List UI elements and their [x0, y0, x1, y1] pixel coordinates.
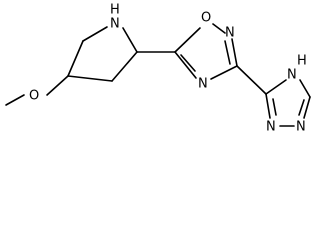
bond-n1-c2: [122, 27, 138, 53]
bond-c1-c4: [67, 75, 113, 82]
bond-n4h-c5t: [299, 79, 311, 98]
atom-triazole-n-top: N: [287, 68, 297, 83]
bond-c2-c1: [111, 51, 138, 82]
atom-methoxy-o: O: [29, 89, 39, 104]
atom-pyrrolidine-n: N: [110, 17, 120, 32]
atom-oxadiazole-o: O: [201, 11, 211, 26]
atom-triazole-h: H: [297, 54, 307, 69]
bond-c3t-n4h: [265, 79, 287, 95]
bond-c3-n1: [82, 26, 108, 42]
bond-n4-c5-inner: [180, 54, 196, 72]
bond-methyl-oxygen: [5, 94, 25, 106]
atom-pyrrolidine-h: H: [110, 3, 120, 18]
atom-triazole-n-left: N: [266, 120, 276, 135]
bond-n4-c5: [174, 51, 197, 79]
bond-n2t-c3t-inner: [272, 98, 277, 116]
molecule-structure: H N O O N N H N N N: [5, 3, 311, 135]
bond-oxadiazole-triazole: [236, 65, 267, 95]
atom-oxadiazole-n-upper: N: [225, 26, 235, 41]
bond-c5t-n1t-inner: [298, 99, 305, 116]
atom-triazole-n-right: N: [296, 120, 306, 135]
bond-o1-n2: [212, 23, 226, 34]
bond-n2-c3: [231, 38, 238, 67]
bond-n2t-c3t: [265, 93, 271, 119]
bond-n2-c3-inner: [224, 40, 231, 65]
bond-c5t-n1t: [303, 96, 311, 119]
bond-oxygen-c4: [46, 75, 69, 96]
bond-c4-c3: [67, 40, 84, 77]
bond-c3-n4: [210, 65, 238, 80]
atom-oxadiazole-n-lower: N: [198, 77, 208, 92]
bond-c5-o1: [174, 27, 201, 53]
